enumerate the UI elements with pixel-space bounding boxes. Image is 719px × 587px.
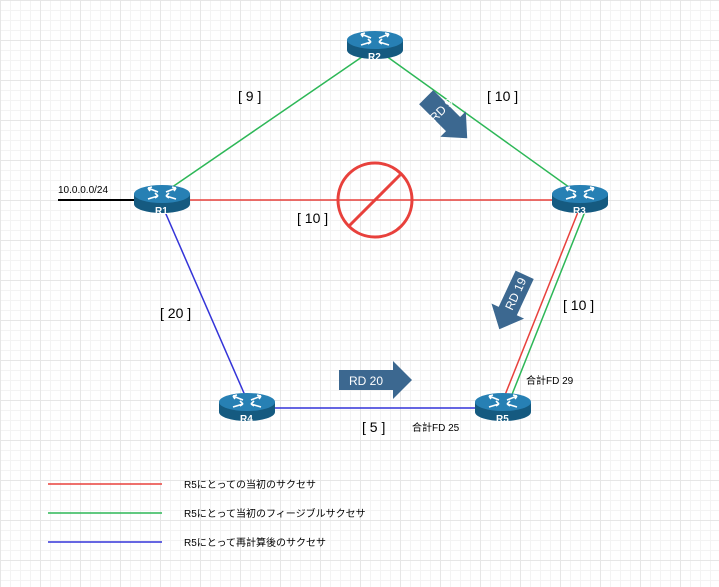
link-r3-r5-green: [508, 208, 587, 403]
total-fd-via-r4: 合計FD 25: [412, 421, 460, 434]
router-r4[interactable]: R4: [218, 392, 276, 425]
rd-arrow-r2: RD 9: [419, 90, 468, 139]
link-r1-r4: [161, 204, 248, 401]
legend: R5にとっての当初のサクセサ R5にとって当初のフィージブルサクセサ R5にとっ…: [48, 478, 366, 549]
router-r5[interactable]: R5: [474, 392, 532, 425]
cost-r1-r4: [ 20 ]: [160, 305, 191, 321]
legend-item-successor: R5にとっての当初のサクセサ: [48, 478, 316, 491]
router-r4-label: R4: [240, 414, 253, 425]
legend-label-successor: R5にとっての当初のサクセサ: [184, 478, 316, 491]
legend-item-new-successor: R5にとって再計算後のサクセサ: [48, 536, 326, 549]
rd-arrow-r3: RD 19: [491, 270, 534, 330]
cost-r1-r3: [ 10 ]: [297, 210, 328, 226]
router-r3[interactable]: R3: [551, 184, 609, 217]
cost-r4-r5: [ 5 ]: [362, 419, 385, 435]
router-r1[interactable]: R1: [133, 184, 191, 217]
link-r2-r3: [374, 47, 581, 196]
router-r5-label: R5: [496, 414, 509, 425]
link-r3-r5-red: [502, 206, 581, 401]
network-label: 10.0.0.0/24: [58, 185, 108, 196]
legend-item-feasible: R5にとって当初のフィージブルサクセサ: [48, 507, 366, 520]
total-fd-via-r3: 合計FD 29: [526, 374, 574, 387]
legend-label-feasible: R5にとって当初のフィージブルサクセサ: [184, 507, 366, 520]
cost-r2-r3: [ 10 ]: [487, 88, 518, 104]
router-r2[interactable]: R2: [346, 30, 404, 63]
router-r2-label: R2: [368, 52, 381, 63]
link-r1-r2: [164, 47, 376, 193]
router-r1-label: R1: [155, 206, 168, 217]
legend-label-new-successor: R5にとって再計算後のサクセサ: [184, 536, 326, 549]
rd-arrow-r4: RD 20: [339, 361, 412, 399]
router-r3-label: R3: [573, 206, 586, 217]
cost-r1-r2: [ 9 ]: [238, 88, 261, 104]
cost-r3-r5: [ 10 ]: [563, 297, 594, 313]
rd-label-r4: RD 20: [349, 374, 383, 388]
link-down-icon: [336, 161, 414, 239]
